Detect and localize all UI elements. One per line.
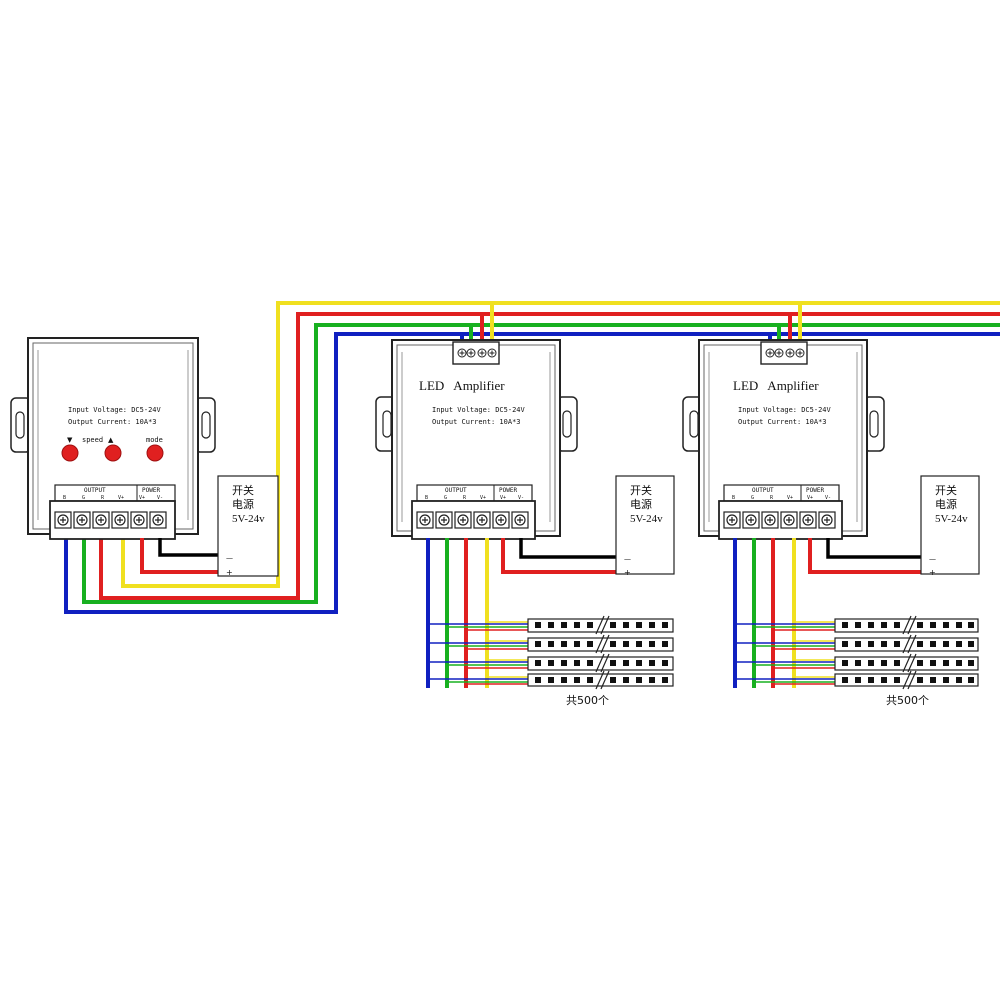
strip-1-count-label: 共500个 [566,694,609,707]
power-supply-2-plus: + [624,568,631,577]
amplifier-2-output-label: OUTPUT [752,487,774,494]
power-supply-3: 开关 电源 5V-24v — + [920,475,980,577]
controller-down-arrow-label: ▼ [67,436,73,444]
amplifier-1-output-current: Output Current: 10A*3 [432,418,521,426]
power-supply-2-line2: 电源 [630,497,652,511]
amplifier-1-input-terminal [452,341,500,365]
amplifier-2-power-label: POWER [806,487,824,494]
controller-power-wire-red [140,538,218,574]
controller-mode-button[interactable] [146,444,164,462]
amplifier-2-terminal-label-v1: V+ [787,495,793,501]
amplifier-1-output-label: OUTPUT [445,487,467,494]
amplifier-2-power-wire-red [808,538,921,574]
amplifier-1-terminal-label-b: B [425,495,428,501]
power-supply-1-minus: — [226,554,233,562]
power-supply-2-minus: — [624,555,631,563]
amplifier-1-power-wire-red [501,538,616,574]
bus-wire-blue [64,332,1000,614]
amplifier-2-terminal-label-vminus: V- [825,495,831,501]
power-supply-2-line3: 5V-24v [630,513,663,525]
amplifier-2-title: LED Amplifier [733,378,819,393]
controller-terminal-label-vminus: V- [157,495,163,501]
controller-terminal-label-g: G [82,495,85,501]
amplifier-1-power-label: POWER [499,487,517,494]
controller-power-wire-black [158,538,218,557]
amplifier-2-input-voltage: Input Voltage: DC5-24V [738,406,832,414]
power-supply-1-line1: 开关 [232,483,254,497]
controller-terminal-label-v2: V+ [139,495,145,501]
amplifier-2-input-terminal [760,341,808,365]
controller-down-button[interactable] [61,444,79,462]
controller-up-arrow-label: ▲ [108,436,114,444]
amplifier-2-terminal-label-r: R [770,495,774,501]
strip-2-count-label: 共500个 [886,694,929,707]
controller-terminal-label-r: R [101,495,105,501]
amplifier-1: LED Amplifier Input Voltage: DC5-24V Out… [375,339,616,574]
strip-2-break-marks [902,615,917,690]
controller-terminal-label-v1: V+ [118,495,124,501]
amplifier-1-terminal-label-v2: V+ [500,495,506,501]
controller-output-label: OUTPUT [84,487,106,494]
amplifier-1-terminal-label-v1: V+ [480,495,486,501]
strip-1-feeds [428,621,528,685]
bus-wire-yellow [121,301,1000,588]
controller-up-button[interactable] [104,444,122,462]
amplifier-1-terminal-label-g: G [444,495,447,501]
controller-mode-label: mode [146,436,163,444]
controller-speed-label: speed [82,436,103,444]
power-supply-2: 开关 电源 5V-24v — + [615,475,675,577]
power-supply-3-line3: 5V-24v [935,513,968,525]
power-supply-2-box [615,475,675,575]
strip-1-rows [527,618,674,687]
amplifier-2-power-wire-black [826,538,921,559]
amplifier-1-terminal-label-vminus: V- [518,495,524,501]
power-supply-1: 开关 电源 5V-24v — + [217,475,279,577]
controller-power-label: POWER [142,487,160,494]
power-supply-1-box [217,475,279,577]
strip-2-rows [834,618,979,687]
amplifier-2-output-wires [733,538,796,688]
power-supply-3-plus: + [929,568,936,577]
power-supply-1-plus: + [226,568,233,577]
strip-group-2: 共500个 [735,615,979,707]
amplifier-1-input-voltage: Input Voltage: DC5-24V [432,406,526,414]
controller-terminal-label-b: B [63,495,66,501]
power-supply-3-line1: 开关 [935,483,957,497]
power-supply-1-line3: 5V-24v [232,513,265,525]
controller-terminal-labels: B G R V+ V+ V- [63,495,163,501]
strip-2-leds [842,622,974,683]
controller: Input Voltage: DC5-24V Output Current: 1… [10,337,218,574]
amplifier-2: LED Amplifier Input Voltage: DC5-24V Out… [682,339,921,574]
controller-terminal-screws [54,511,167,529]
strip-1-break-marks [595,615,610,690]
main-bus-wires [64,301,1000,614]
power-supply-3-box [920,475,980,575]
bus-wire-green [82,323,1000,604]
controller-input-voltage: Input Voltage: DC5-24V [68,406,162,414]
amplifier-1-power-wire-black [519,538,616,559]
power-supply-1-line2: 电源 [232,497,254,511]
strip-1-leds [535,622,668,683]
amplifier-2-terminal-labels: B G R V+ V+ V- [732,495,831,501]
bus-wire-red [99,312,1000,600]
amplifier-2-terminal-label-v2: V+ [807,495,813,501]
amplifier-2-terminal-label-b: B [732,495,735,501]
power-supply-3-line2: 电源 [935,497,957,511]
controller-output-current: Output Current: 10A*3 [68,418,157,426]
amplifier-1-title: LED Amplifier [419,378,505,393]
power-supply-2-line1: 开关 [630,483,652,497]
amplifier-2-terminal-label-g: G [751,495,754,501]
strip-group-1: 共500个 [428,615,674,707]
power-supply-3-minus: — [929,555,936,563]
amplifier-1-terminal-labels: B G R V+ V+ V- [425,495,524,501]
amplifier-2-output-current: Output Current: 10A*3 [738,418,827,426]
amplifier-1-output-wires [426,538,489,688]
amplifier-1-terminal-label-r: R [463,495,467,501]
strip-2-feeds [735,621,835,685]
